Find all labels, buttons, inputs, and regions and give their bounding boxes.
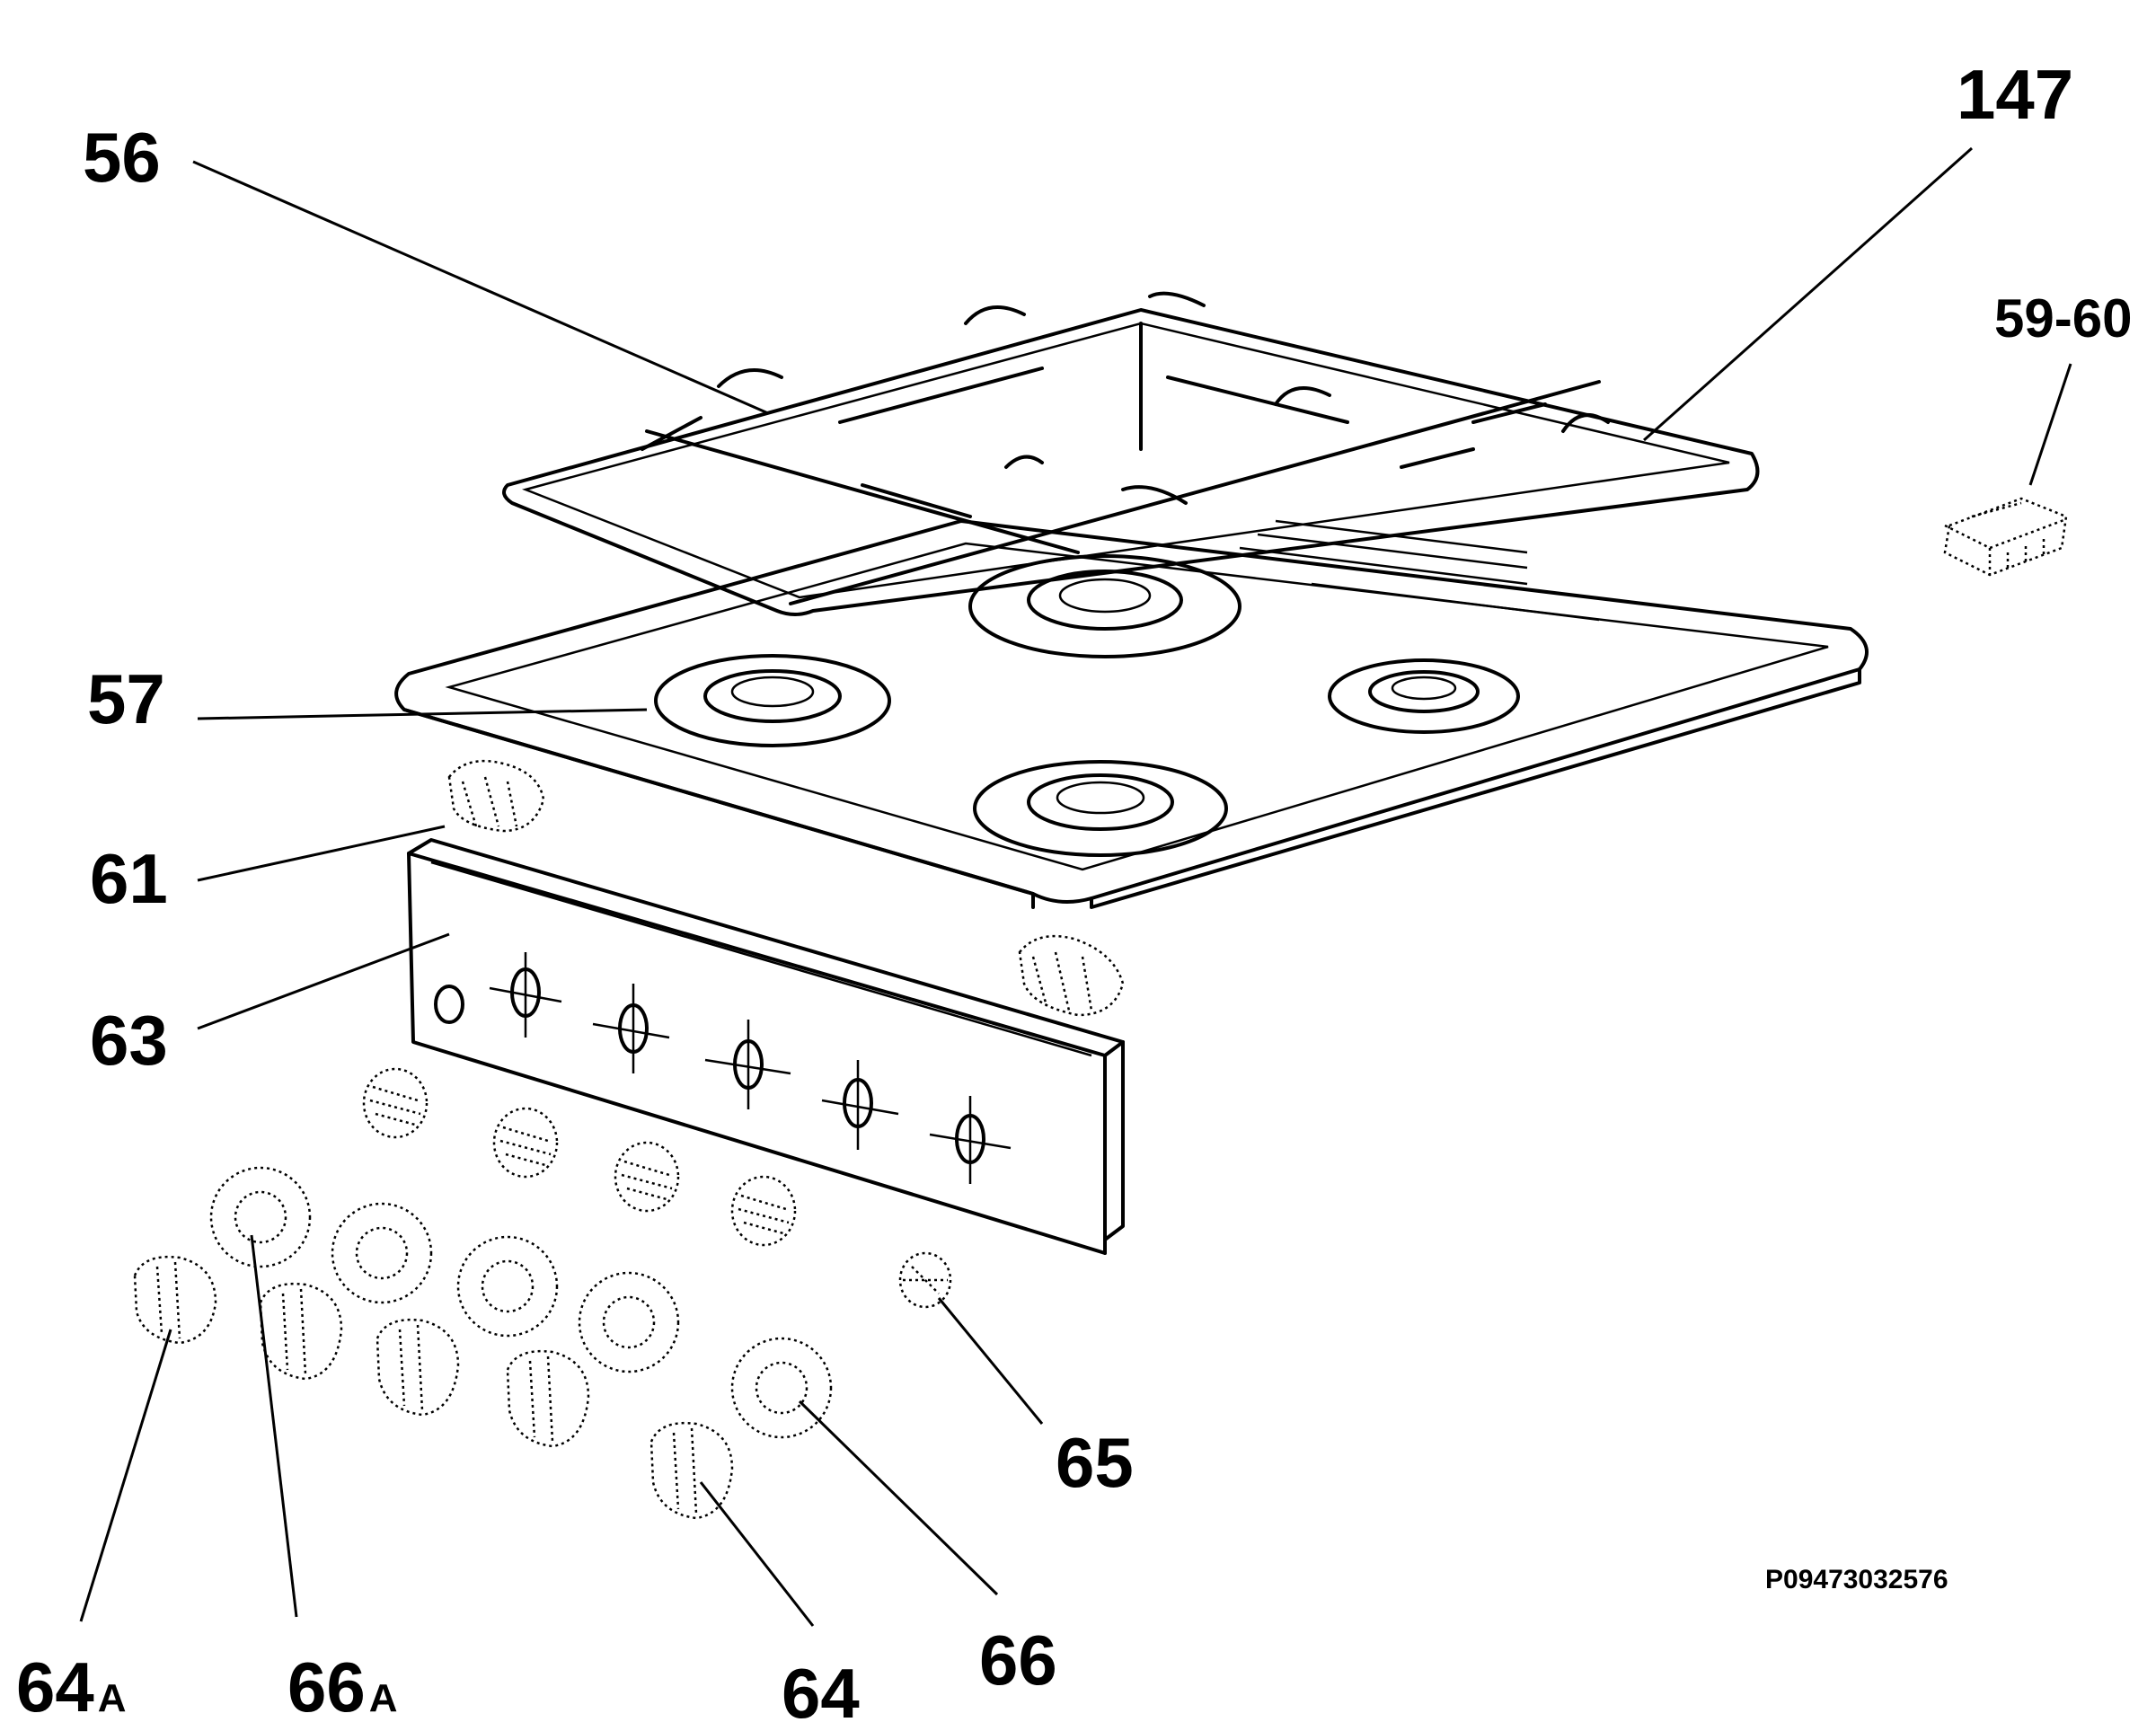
knob-2 bbox=[259, 1282, 343, 1381]
label-66: 66 bbox=[979, 1621, 1057, 1700]
leader-66 bbox=[798, 1400, 999, 1596]
ignition-button-hole bbox=[434, 985, 464, 1024]
rear-vent bbox=[1239, 519, 1600, 622]
burner-front bbox=[973, 760, 1228, 857]
label-64a: 64A bbox=[16, 1647, 127, 1727]
knob-bezel-66a bbox=[209, 1166, 312, 1268]
leader-56 bbox=[192, 160, 769, 415]
spring-2 bbox=[492, 1107, 559, 1179]
label-147: 147 bbox=[1957, 55, 2073, 134]
label-61: 61 bbox=[90, 839, 168, 918]
leader-63 bbox=[197, 932, 450, 1030]
knob-4 bbox=[506, 1349, 590, 1448]
knob-64a bbox=[133, 1255, 217, 1345]
screw-65 bbox=[898, 1251, 952, 1309]
leader-59-60 bbox=[2028, 363, 2072, 486]
knob-hole-5 bbox=[929, 1096, 1012, 1184]
leader-147 bbox=[1643, 146, 1973, 442]
label-64: 64 bbox=[782, 1654, 860, 1731]
leader-64 bbox=[699, 1481, 815, 1627]
knob-bezel-4 bbox=[578, 1271, 680, 1373]
leader-61 bbox=[197, 825, 446, 882]
knob-hole-3 bbox=[704, 1020, 791, 1109]
label-56: 56 bbox=[83, 118, 161, 197]
knob-hole-1 bbox=[489, 952, 562, 1038]
leader-57 bbox=[197, 708, 648, 720]
part-labels: 56 147 59-60 57 61 63 65 64A 66A 64 66 P… bbox=[16, 55, 2132, 1731]
leader-lines bbox=[79, 146, 2072, 1627]
knob-hole-4 bbox=[821, 1060, 899, 1150]
pan-support-fingers bbox=[641, 291, 1610, 518]
knob-bezel-2 bbox=[331, 1202, 433, 1304]
spring-3 bbox=[614, 1141, 680, 1213]
label-66a: 66A bbox=[287, 1647, 398, 1727]
leader-66a bbox=[250, 1234, 298, 1618]
label-63: 63 bbox=[90, 1001, 168, 1080]
leader-65 bbox=[937, 1297, 1044, 1425]
label-59-60: 59-60 bbox=[1994, 288, 2132, 349]
burner-left bbox=[654, 654, 891, 747]
pan-support-grid-56 bbox=[502, 291, 1760, 616]
label-65: 65 bbox=[1056, 1423, 1134, 1502]
spring-4 bbox=[730, 1175, 797, 1247]
control-panel-63 bbox=[407, 838, 1125, 1255]
bracket-61-left bbox=[447, 759, 545, 833]
drawing-code: P09473032576 bbox=[1765, 1565, 1948, 1594]
leader-64a bbox=[79, 1329, 172, 1622]
label-57: 57 bbox=[87, 659, 165, 738]
burner-right bbox=[1328, 658, 1520, 734]
bracket-61-right bbox=[1018, 934, 1125, 1017]
hob-top-57 bbox=[394, 519, 1869, 909]
part-59-60 bbox=[1943, 497, 2068, 577]
knob-bezel-3 bbox=[456, 1235, 559, 1338]
spring-1 bbox=[362, 1067, 429, 1139]
knob-3 bbox=[376, 1318, 460, 1417]
knob-bezel-66 bbox=[730, 1337, 833, 1439]
knob-64 bbox=[649, 1421, 734, 1520]
knob-hole-2 bbox=[592, 984, 670, 1073]
